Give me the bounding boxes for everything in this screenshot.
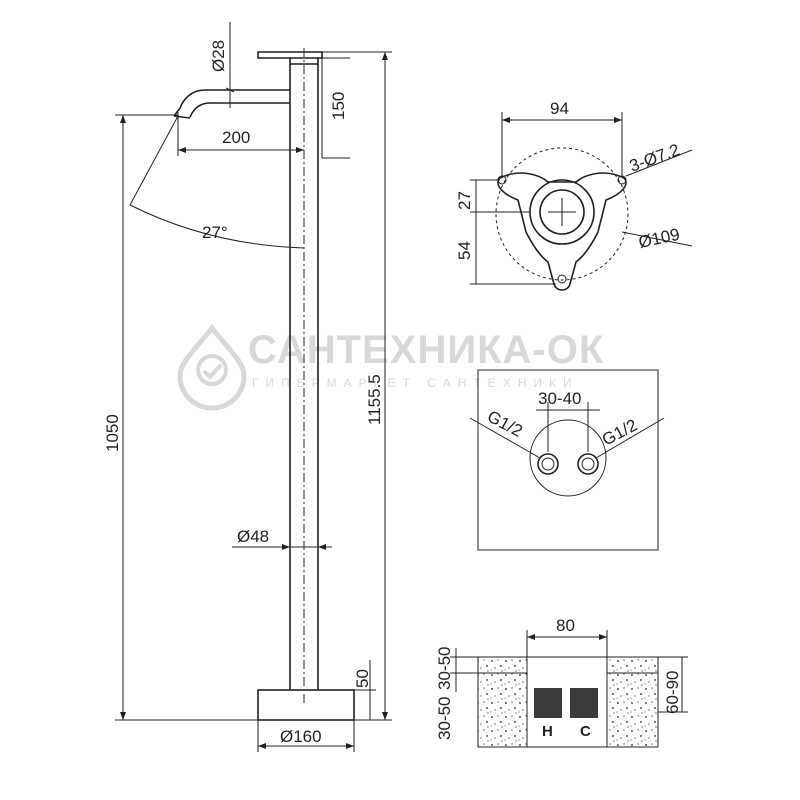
watermark: САНТЕХНИКА-ОК ГИПЕРМАРКЕТ САНТЕХНИКИ — [177, 323, 604, 411]
dim-floor-depth: 30-50 — [435, 647, 454, 690]
dim-total-height: 1155.5 — [365, 374, 384, 425]
dim-spout-diameter: Ø28 — [209, 40, 228, 72]
dim-base-diameter: Ø160 — [280, 727, 322, 746]
pipe-left-outer — [537, 453, 559, 475]
dim-hole-spacing: 94 — [550, 99, 569, 118]
dim-circle-diameter: Ø109 — [637, 225, 682, 252]
flange-plate — [497, 172, 627, 291]
hot-pipe — [534, 688, 562, 718]
angle-leg — [129, 115, 179, 206]
spout-top — [173, 89, 290, 117]
thread-left-leader — [469, 417, 541, 459]
dim-total-depth: 60-90 — [663, 671, 682, 714]
spout-bottom — [189, 102, 290, 118]
cold-pipe — [570, 688, 598, 718]
watermark-subtitle: ГИПЕРМАРКЕТ САНТЕХНИКИ — [252, 376, 579, 390]
connection-plate — [477, 369, 659, 551]
thread-right-leader — [595, 417, 665, 459]
dim-spout-reach: 200 — [222, 128, 250, 147]
spout-outlet — [173, 115, 191, 119]
dim-outlet-height: 1050 — [103, 414, 122, 452]
dim-pipe-spacing: 30-40 — [538, 389, 581, 408]
dim-spout-height: 150 — [329, 92, 348, 120]
connection-boss — [529, 419, 607, 497]
dim-body-diameter: Ø48 — [237, 527, 269, 546]
dim-upper-offset: 27 — [455, 191, 474, 210]
dim-holes: 3-Ø7.2 — [627, 140, 682, 176]
drop-check-icon — [177, 323, 247, 411]
thread-left-label: G1/2 — [484, 407, 525, 441]
dim-screed-depth: 30-50 — [435, 697, 454, 740]
pipe-right-inner — [581, 457, 595, 471]
lever-handle — [257, 51, 323, 59]
cold-label: C — [580, 723, 591, 740]
dim-lower-offset: 54 — [455, 241, 474, 260]
angle-arc — [129, 204, 305, 249]
flange-circle — [495, 147, 629, 281]
flange-inner-ring — [539, 189, 585, 235]
hot-label: H — [542, 723, 553, 740]
flange-view: 94 3-Ø7.2 27 54 Ø109 — [455, 99, 693, 291]
connection-view: 30-40 G1/2 G1/2 — [469, 369, 665, 551]
base-plate — [257, 689, 355, 721]
lever-cap — [289, 58, 319, 65]
pipe-right-outer — [577, 453, 599, 475]
dim-circle-leader — [621, 231, 693, 247]
dim-base-height: 50 — [353, 669, 372, 688]
dim-spout-angle: 27° — [202, 223, 228, 242]
dim-opening-width: 80 — [556, 616, 575, 635]
mount-hole-bottom — [557, 274, 567, 284]
side-view: Ø28 150 200 27° 1050 1155.5 Ø4 — [103, 22, 392, 752]
floor-view: H C 80 30-50 30-50 60-90 — [435, 616, 688, 748]
dim-holes-leader — [625, 149, 693, 177]
pipe-left-inner — [541, 457, 555, 471]
watermark-title: САНТЕХНИКА-ОК — [248, 328, 604, 372]
